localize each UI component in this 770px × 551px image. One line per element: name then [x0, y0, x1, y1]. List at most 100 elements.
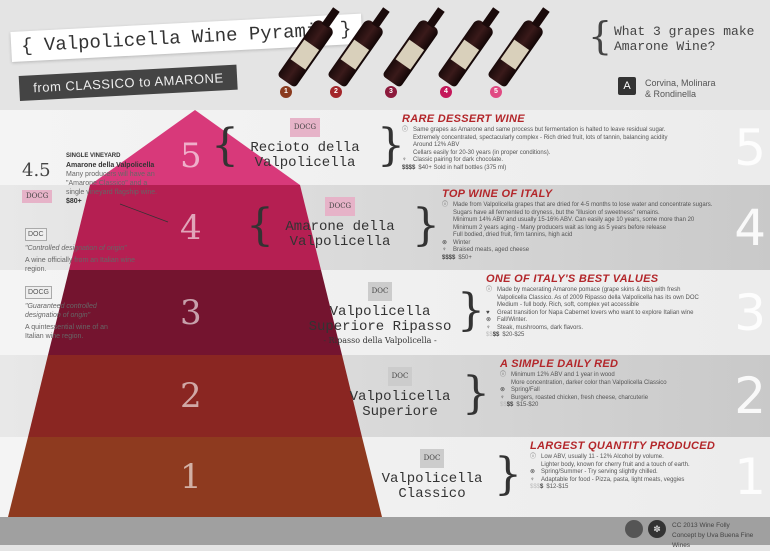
bottle-number: 3 — [385, 86, 397, 98]
brace-icon: { — [246, 199, 274, 251]
tier-pairing: Steak, mushrooms, dark flavors. — [497, 324, 584, 331]
pyramid-tier-2 — [28, 355, 362, 437]
info-line: Around 12% ABV — [413, 142, 460, 148]
tier-description-2: A SIMPLE DAILY RED ⓘ Minimum 12% ABV and 1… — [500, 358, 728, 410]
doc-badge: DOC — [419, 449, 445, 468]
tier-price: $40+ Sold in half bottles (375 ml) — [418, 164, 507, 171]
tier-big-number: 5 — [734, 118, 766, 177]
tier-heading: A SIMPLE DAILY RED — [500, 358, 619, 370]
tier-price: $20-$25 — [502, 332, 525, 338]
tier-season: Spring/Fall — [511, 387, 540, 393]
tier-heading: LARGEST QUANTITY PRODUCED — [530, 440, 716, 452]
bottle-neck — [531, 7, 550, 29]
doc-badge: DOC — [367, 282, 393, 301]
wine-folly-logo-icon — [625, 520, 643, 538]
legend-quote: "Controlled designation of origin" — [25, 245, 127, 252]
tier-price: $50+ — [458, 254, 472, 261]
pyramid-number: 2 — [180, 376, 202, 416]
single-vineyard-level: 4.5 DOCG — [22, 160, 53, 203]
legend-docg: DOCG "Guaranteed controlled designation … — [25, 286, 109, 341]
price-scale-on: $$$$ — [402, 164, 416, 171]
docg-tag: DOCG — [25, 286, 52, 299]
info-icon: ⓘ — [500, 372, 507, 378]
info-icon: ⓘ — [530, 454, 537, 460]
bottle-number: 5 — [490, 86, 502, 98]
tier-season: Fall/Winter. — [497, 317, 528, 323]
info-line: Valpolicella Classico. As of 2009 Ripass… — [497, 294, 699, 301]
info-icon: ⓘ — [402, 127, 409, 133]
amarone-icon: A — [618, 77, 636, 95]
info-line: Minimum 2 years aging - Many producers w… — [453, 224, 667, 231]
doc-badge: DOC — [387, 367, 413, 386]
grape-answer: Corvina, Molinara & Rondinella — [645, 78, 716, 100]
grape-question: What 3 grapes make Amarone Wine? — [614, 24, 754, 54]
pyramid-number: 3 — [180, 292, 202, 333]
info-line: Made from Valpolicella grapes that are d… — [453, 202, 713, 208]
brace-icon: { — [588, 14, 613, 58]
answer-line: Corvina, Molinara — [645, 78, 716, 88]
info-line: Full bodied, dried fruit, firm tannins, … — [453, 232, 573, 238]
note-heading: SINGLE VINEYARD — [66, 153, 121, 159]
tier-name-3: DOC Valpolicella Superiore Ripasso - Rip… — [305, 282, 455, 346]
bottle-neck — [426, 7, 445, 29]
tier-big-number: 1 — [734, 448, 766, 506]
docg-badge: DOCG — [289, 118, 321, 137]
tier-name-line: Valpolicella — [349, 389, 451, 405]
spacer — [442, 217, 450, 225]
pyramid-number: 4 — [180, 207, 202, 248]
pyramid-tier-4 — [69, 185, 321, 270]
clock-icon: ⊗ — [442, 239, 448, 246]
info-line: Medium - full body. Rich, soft, complex … — [497, 302, 639, 308]
price-scale-on: $$ — [492, 332, 500, 338]
brace-icon: } — [462, 368, 490, 419]
single-vineyard-note: SINGLE VINEYARD Amarone della Valpolicel… — [66, 152, 162, 206]
price-scale-on: $ — [540, 484, 544, 490]
note-price: $80+ — [66, 198, 82, 205]
legend-doc: DOC "Controlled designation of origin" A… — [25, 228, 153, 274]
wine-bottle — [436, 7, 500, 88]
price-scale-on: $$$$ — [442, 254, 456, 261]
info-line: Sugars have all fermented to dryness, bu… — [453, 209, 660, 216]
legend-text: A wine officially from an Italian wine r… — [25, 257, 135, 273]
tier-name-2: DOC Valpolicella Superiore — [340, 367, 460, 420]
docg-badge: DOCG — [22, 190, 53, 203]
concept-credit: Concept by Uva Buena Fine Wines — [672, 532, 754, 549]
spacer — [402, 135, 410, 143]
note-name: Amarone della Valpolicella — [66, 162, 155, 169]
info-line: Minimum 14% ABV and usually 15-16% ABV. … — [453, 217, 695, 223]
clock-icon: ⊗ — [530, 469, 536, 475]
pyramid-tier-1 — [8, 437, 382, 517]
tier-pairing: Classic pairing for dark chocolate. — [413, 157, 504, 163]
wine-pyramid — [8, 110, 382, 517]
info-line: Extremely concentrated, spectacularly co… — [413, 134, 668, 141]
pyramid-tier-5 — [90, 110, 300, 185]
pointer-line — [119, 203, 169, 223]
tier-season: Spring/Summer - Try serving slightly chi… — [541, 469, 658, 475]
grape-logo-icon: ✽ — [648, 520, 666, 538]
tier-price: $12-$15 — [546, 484, 569, 490]
spacer — [530, 462, 538, 470]
tier-pairing: Braised meats, aged cheese — [453, 247, 530, 253]
price-scale-off: $$$ — [530, 484, 541, 490]
tier-price: $15-$20 — [516, 402, 539, 408]
info-line: Lighter body, known for cherry fruit and… — [541, 461, 690, 468]
price-scale-off: $$ — [486, 332, 493, 338]
brace-icon: } — [412, 199, 440, 251]
tier-heading: RARE DESSERT WINE — [402, 113, 525, 125]
spacer — [442, 225, 450, 233]
info-line: Minimum 12% ABV and 1 year in wood — [511, 372, 615, 378]
question-line: What 3 grapes make — [614, 24, 755, 39]
bottle-number: 4 — [440, 86, 452, 98]
tier-name-1: DOC Valpolicella Classico — [372, 449, 492, 502]
brace-icon: } — [457, 284, 485, 336]
tier-big-number: 4 — [734, 198, 766, 257]
answer-line: & Rondinella — [645, 89, 697, 99]
spacer — [442, 210, 450, 218]
fork-knife-icon: ♆ — [500, 394, 505, 401]
info-line: Made by macerating Amarone pomace (grape… — [497, 287, 681, 293]
tier-name-5: DOCG Recioto della Valpolicella — [235, 118, 375, 171]
tier-name-line: Valpolicella — [381, 471, 483, 487]
spacer — [402, 150, 410, 158]
